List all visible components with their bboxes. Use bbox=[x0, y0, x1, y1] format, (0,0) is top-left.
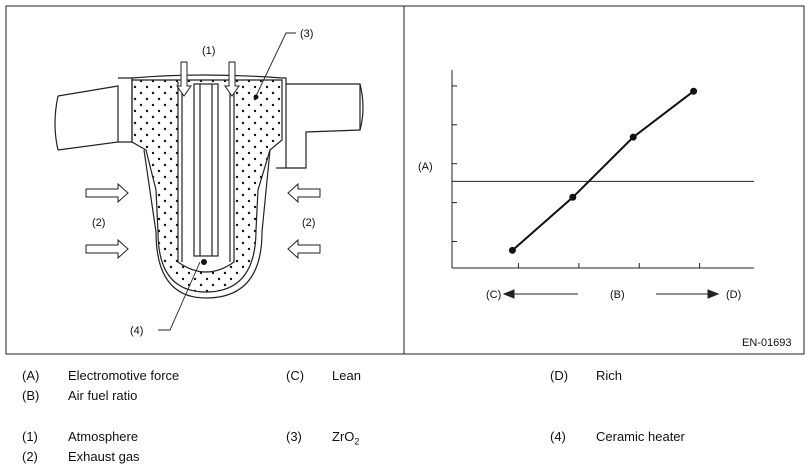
lean-arrow bbox=[502, 289, 578, 299]
data-point bbox=[690, 87, 698, 95]
legend-3-code: (3) bbox=[286, 429, 302, 444]
legend-2-text: Exhaust gas bbox=[68, 449, 140, 464]
legend-d: (D) Rich bbox=[550, 368, 622, 383]
legend-2: (2) Exhaust gas bbox=[22, 449, 140, 464]
legend-c-code: (C) bbox=[286, 368, 305, 383]
legend-1: (1) Atmosphere bbox=[22, 429, 138, 444]
outer-shell bbox=[143, 149, 271, 299]
legend-4-code: (4) bbox=[550, 429, 566, 444]
mount-flange-right bbox=[276, 77, 287, 169]
emf-chart: (A) (C) (B) (D) bbox=[418, 70, 754, 301]
exhaust-arrows-left bbox=[85, 182, 129, 260]
y-ticks bbox=[452, 85, 457, 242]
legend-b-code: (B) bbox=[22, 388, 40, 403]
callout-atmosphere: (1) bbox=[202, 45, 215, 57]
callout-zro2: (3) bbox=[300, 28, 313, 40]
legend-d-code: (D) bbox=[550, 368, 569, 383]
emf-series-points bbox=[508, 87, 698, 254]
ceramic-heater bbox=[193, 83, 219, 257]
legend-c: (C) Lean bbox=[286, 368, 361, 383]
callout-exhaust-right: (2) bbox=[302, 217, 315, 229]
data-point bbox=[508, 246, 516, 254]
mount-flange-left bbox=[118, 77, 133, 143]
callout-exhaust-left: (2) bbox=[92, 217, 105, 229]
pipe-wall-left bbox=[57, 85, 119, 151]
legend-4: (4) Ceramic heater bbox=[550, 429, 685, 444]
axis-label-afr: (B) bbox=[610, 289, 625, 301]
data-point bbox=[629, 133, 637, 141]
legend-3: (3) ZrO2 bbox=[286, 429, 359, 447]
legend-3-subscript: 2 bbox=[354, 436, 360, 447]
x-ticks bbox=[517, 263, 701, 268]
sensor-diagram bbox=[54, 74, 364, 299]
legend-a-text: Electromotive force bbox=[68, 368, 180, 383]
axis-label-lean: (C) bbox=[486, 289, 501, 301]
legend-a: (A) Electromotive force bbox=[22, 368, 179, 383]
emf-series-line bbox=[511, 90, 695, 252]
data-point bbox=[569, 193, 577, 201]
figure-frame bbox=[5, 5, 805, 355]
legend-b: (B) Air fuel ratio bbox=[22, 388, 137, 403]
figure-id: EN-01693 bbox=[742, 337, 792, 349]
legend-4-text: Ceramic heater bbox=[596, 429, 685, 444]
legend-1-code: (1) bbox=[22, 429, 38, 444]
legend-b-text: Air fuel ratio bbox=[68, 388, 138, 403]
legend-a-code: (A) bbox=[22, 368, 40, 383]
callout-heater: (4) bbox=[130, 325, 143, 337]
rich-arrow bbox=[656, 289, 720, 299]
legend-c-text: Lean bbox=[332, 368, 361, 383]
legend-2-code: (2) bbox=[22, 449, 38, 464]
exhaust-arrows-right bbox=[287, 182, 321, 260]
legend-d-text: Rich bbox=[596, 368, 623, 383]
pipe-wall-right bbox=[286, 83, 361, 169]
atmosphere-arrows bbox=[176, 61, 240, 97]
leader-lines bbox=[158, 32, 296, 331]
axis-label-rich: (D) bbox=[726, 289, 741, 301]
legend-3-text: ZrO bbox=[332, 429, 355, 444]
axis-label-emf: (A) bbox=[418, 161, 433, 173]
legend-1-text: Atmosphere bbox=[68, 429, 139, 444]
